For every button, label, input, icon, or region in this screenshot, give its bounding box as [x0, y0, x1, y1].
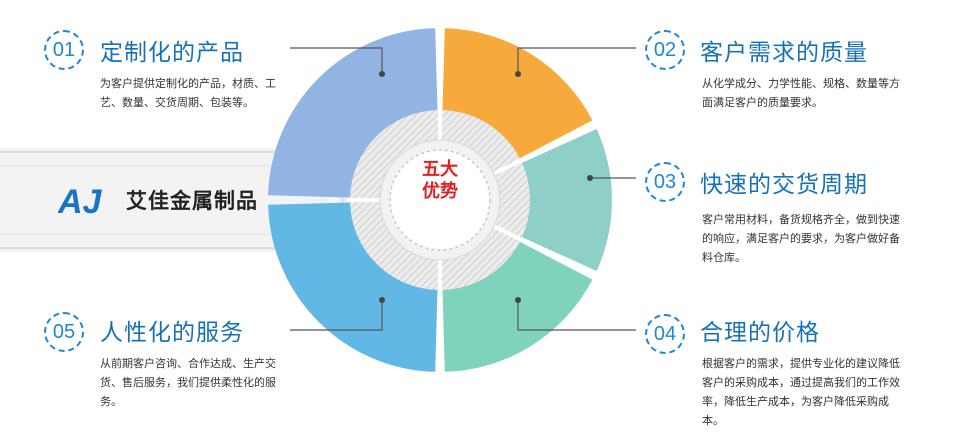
number-badge: 02 — [645, 30, 685, 70]
connectors — [290, 47, 636, 331]
svg-text:AJ: AJ — [58, 183, 103, 217]
advantage-title: 人性化的服务 — [100, 319, 244, 345]
center-label: 五大 优势 — [400, 158, 480, 202]
advantage-description: 根据客户的需求，提供专业化的建议降低客户的采购成本，通过提高我们的工作效率，降低… — [702, 358, 900, 427]
number-badge: 03 — [645, 162, 685, 202]
advantage-title: 合理的价格 — [700, 319, 820, 345]
connector-dots — [379, 71, 593, 303]
brand: AJ 艾佳金属制品 — [58, 183, 258, 217]
brand-name: 艾佳金属制品 — [126, 190, 258, 213]
dot-05 — [379, 297, 385, 303]
number-badge: 05 — [44, 312, 84, 352]
arrow-band — [0, 148, 352, 252]
connector-01 — [290, 47, 383, 72]
connector-05 — [290, 302, 383, 331]
divider-line — [493, 224, 524, 243]
segment-dividers — [348, 108, 524, 292]
connector-02 — [517, 47, 636, 72]
center-line-1: 五大 — [422, 159, 458, 179]
segment-01 — [268, 28, 438, 198]
number-badge: 01 — [44, 30, 84, 70]
segments-group — [268, 28, 612, 372]
advantage-description: 从前期客户咨询、合作达成、生产交货、售后服务，我们提供柔性化的服务。 — [100, 358, 276, 408]
dot-01 — [379, 71, 385, 77]
segment-03 — [517, 128, 612, 272]
number-badge: 04 — [645, 314, 685, 354]
divider-line — [493, 157, 524, 176]
advantage-description: 从化学成分、力学性能、规格、数量等方面满足客户的质量要求。 — [702, 78, 900, 109]
brand-logo-icon: AJ — [58, 183, 103, 217]
dot-03 — [587, 175, 593, 181]
segment-05 — [268, 202, 438, 372]
center-dashed — [389, 149, 491, 251]
connector-04 — [517, 302, 636, 331]
advantage-title: 定制化的产品 — [100, 39, 244, 65]
dot-02 — [515, 71, 521, 77]
center-line-2: 优势 — [422, 181, 458, 201]
advantage-title: 客户需求的质量 — [700, 39, 868, 65]
segment-02 — [442, 28, 593, 161]
dot-04 — [515, 297, 521, 303]
advantage-description: 客户常用材料，备货规格齐全，做到快速的响应，满足客户的要求，为客户做好备料仓库。 — [702, 214, 900, 264]
advantage-description: 为客户提供定制化的产品，材质、工艺、数量、交货周期、包装等。 — [100, 78, 276, 109]
advantage-title: 快速的交货周期 — [700, 171, 868, 197]
